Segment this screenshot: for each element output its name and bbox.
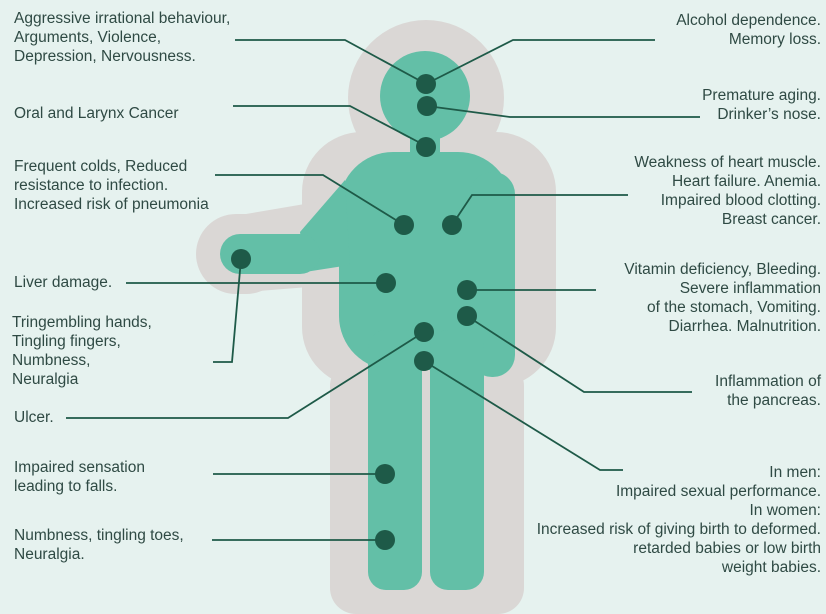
- dot-nose: [417, 96, 437, 116]
- left-leg: [368, 330, 422, 590]
- label-alcohol: Alcohol dependence. Memory loss.: [676, 11, 821, 49]
- label-oral-cancer: Oral and Larynx Cancer: [14, 104, 179, 123]
- label-pancreas: Inflammation of the pancreas.: [715, 372, 821, 410]
- label-liver: Liver damage.: [14, 273, 112, 292]
- dot-heart: [442, 215, 462, 235]
- label-aging: Premature aging. Drinker’s nose.: [702, 86, 821, 124]
- label-ulcer: Ulcer.: [14, 408, 54, 427]
- dot-stomach: [457, 280, 477, 300]
- dot-throat: [416, 137, 436, 157]
- dot-lung: [394, 215, 414, 235]
- dot-liver: [376, 273, 396, 293]
- dot-knee: [375, 464, 395, 484]
- label-stomach: Vitamin deficiency, Bleeding. Severe inf…: [624, 260, 821, 336]
- label-hands: Tringembling hands, Tingling fingers, Nu…: [12, 313, 152, 389]
- label-heart: Weakness of heart muscle. Heart failure.…: [634, 153, 821, 229]
- dot-pancreas: [457, 306, 477, 326]
- head: [380, 51, 470, 141]
- label-colds: Frequent colds, Reduced resistance to in…: [14, 157, 209, 214]
- label-sexual: In men: Impaired sexual performance. In …: [537, 463, 821, 577]
- dot-foot: [375, 530, 395, 550]
- label-toes: Numbness, tingling toes, Neuralgia.: [14, 526, 184, 564]
- label-sensation: Impaired sensation leading to falls.: [14, 458, 145, 496]
- dot-groin: [414, 351, 434, 371]
- dot-brain: [416, 74, 436, 94]
- dot-ulcer: [414, 322, 434, 342]
- dot-hand: [231, 249, 251, 269]
- label-behaviour: Aggressive irrational behaviour, Argumen…: [14, 9, 230, 66]
